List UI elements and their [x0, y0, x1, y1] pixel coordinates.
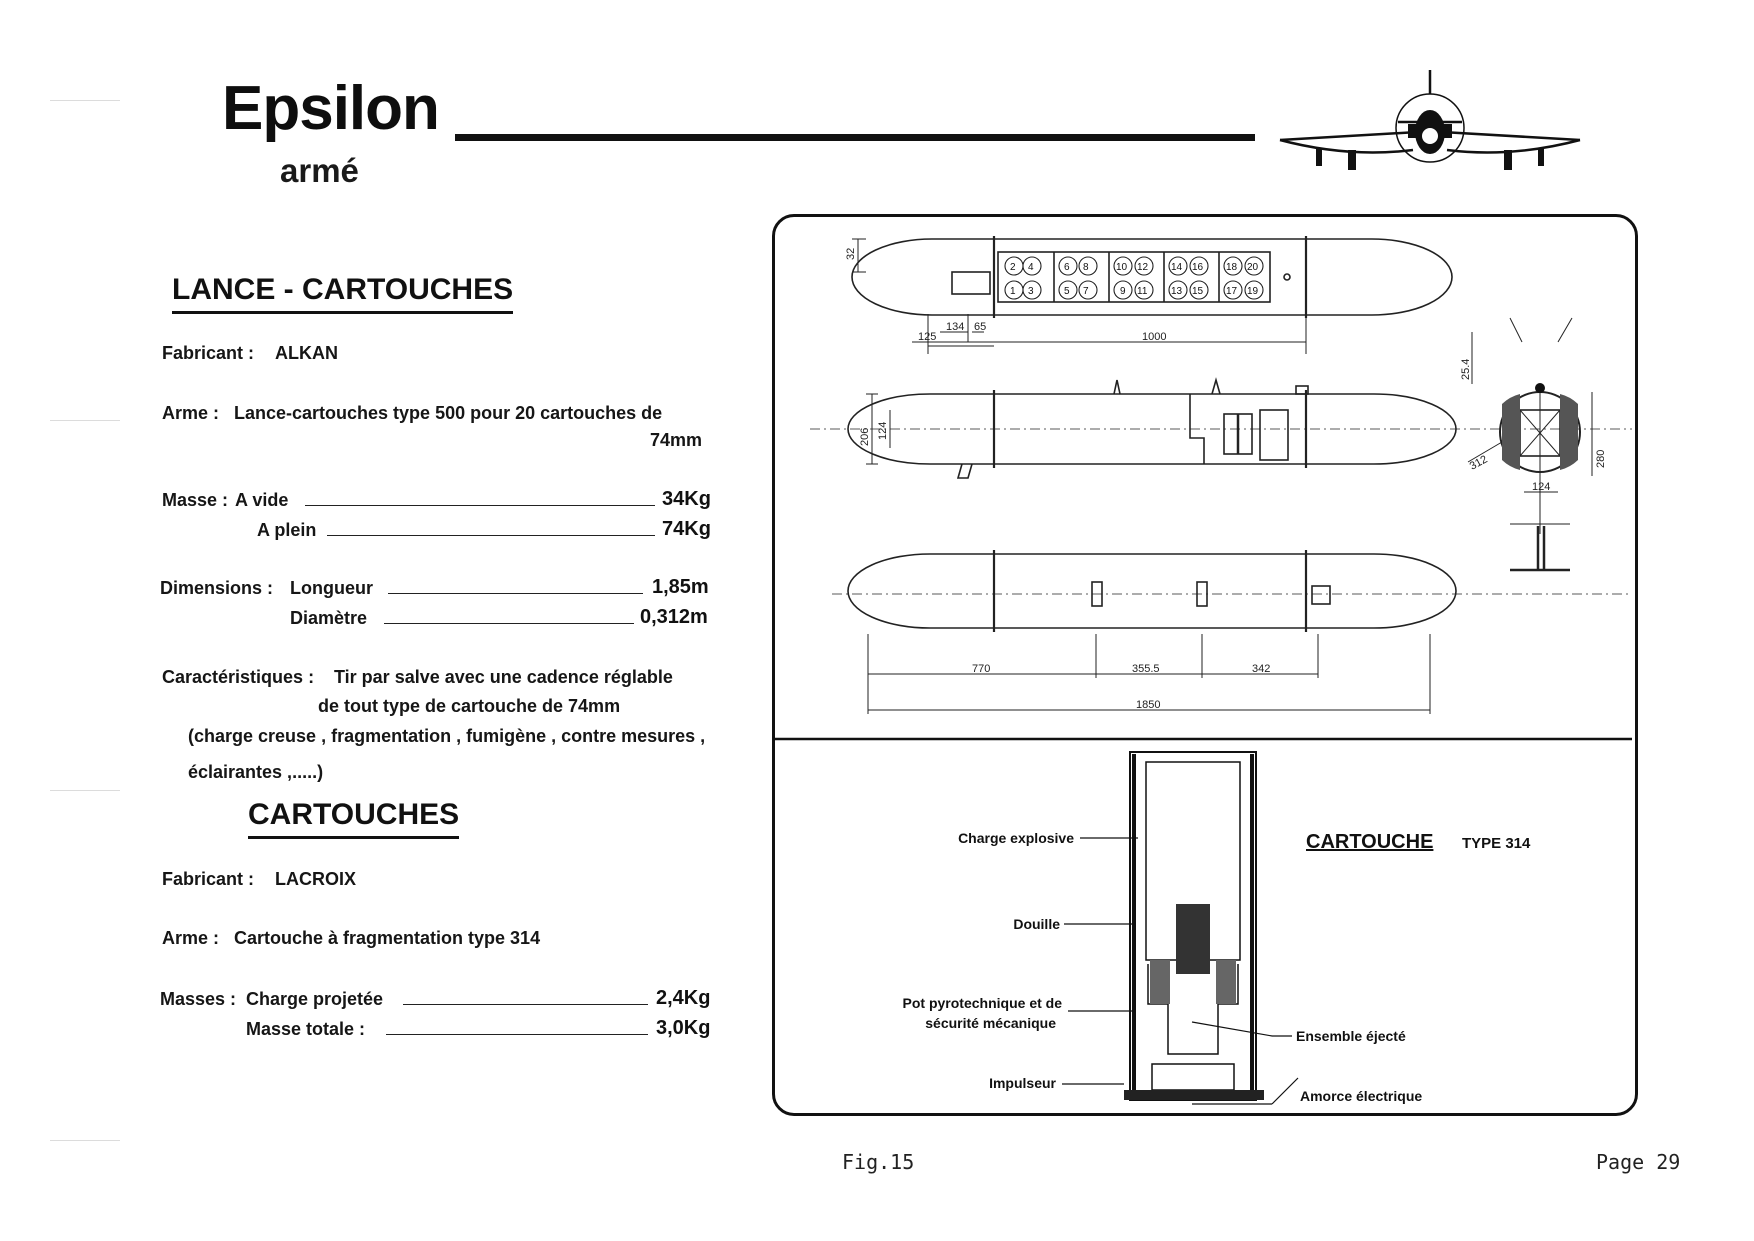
charge-projetee-value: 2,4Kg [656, 987, 711, 1009]
dim-312: 312 [1468, 453, 1490, 472]
masse-plein-label: A plein [257, 520, 317, 540]
dim-206: 206 [859, 428, 871, 446]
header-rule [455, 134, 1255, 141]
diametre-label: Diamètre [290, 608, 368, 628]
tube-label-6: 6 [1064, 262, 1070, 273]
tube-label-14: 14 [1171, 262, 1183, 273]
label-ensemble-ejecte: Ensemble éjecté [1296, 1028, 1406, 1044]
leader-line [388, 593, 643, 594]
cartouches-arme-label: Arme : [162, 928, 220, 948]
label-douille: Douille [1013, 916, 1060, 932]
caracteristiques-label: Caractéristiques : [162, 667, 315, 687]
masse-vide-value: 34Kg [662, 488, 711, 510]
tube-label-8: 8 [1083, 262, 1089, 273]
figure-caption: Fig.15 [842, 1150, 915, 1174]
masse-plein-value: 74Kg [662, 518, 711, 540]
label-amorce-electrique: Amorce électrique [1300, 1088, 1422, 1104]
section-title-lance: LANCE - CARTOUCHES [172, 275, 514, 314]
fabricant-label: Fabricant : [162, 343, 255, 363]
margin-mark [50, 1140, 120, 1141]
dim-124: 124 [877, 422, 889, 440]
cartouches-fabricant-label: Fabricant : [162, 869, 255, 889]
dimensions-label: Dimensions : [160, 578, 274, 598]
dim-section-124: 124 [1532, 481, 1550, 493]
dim-280: 280 [1595, 450, 1607, 468]
cartridge-title: CARTOUCHE [1306, 831, 1433, 853]
tube-label-10: 10 [1116, 262, 1128, 273]
tube-label-9: 9 [1120, 286, 1126, 297]
dim-770: 770 [972, 663, 990, 675]
masse-totale-value: 3,0Kg [656, 1017, 711, 1039]
label-pot-line1: Pot pyrotechnique et de [903, 995, 1063, 1011]
caracteristiques-line4: éclairantes ,.....) [188, 762, 324, 782]
diametre-value: 0,312m [640, 606, 708, 628]
masses-label: Masses : [160, 989, 237, 1009]
dim-355-5: 355.5 [1132, 663, 1160, 675]
tube-label-12: 12 [1137, 262, 1149, 273]
tube-label-1: 1 [1010, 286, 1016, 297]
section-title-cartouches: CARTOUCHES [248, 800, 460, 839]
dim-1000: 1000 [1142, 331, 1166, 343]
tube-label-4: 4 [1028, 262, 1034, 273]
tube-label-2: 2 [1010, 262, 1016, 273]
dim-134: 134 [946, 321, 964, 333]
arme-line1: Lance-cartouches type 500 pour 20 cartou… [234, 403, 663, 423]
label-pot-line2: sécurité mécanique [925, 1015, 1056, 1031]
caracteristiques-line3: (charge creuse , fragmentation , fumigèn… [188, 726, 706, 746]
dim-342: 342 [1252, 663, 1270, 675]
caracteristiques-line2: de tout type de cartouche de 74mm [318, 696, 621, 716]
page-number: Page 29 [1596, 1150, 1681, 1174]
diagram-panel [772, 214, 1638, 1116]
brand-subtitle: armé [280, 152, 359, 189]
longueur-label: Longueur [290, 578, 373, 598]
masse-vide-label: A vide [235, 490, 289, 510]
dim-1850: 1850 [1136, 699, 1160, 711]
label-impulseur: Impulseur [989, 1075, 1056, 1091]
charge-block [1176, 904, 1210, 974]
cartouches-arme-value: Cartouche à fragmentation type 314 [234, 928, 541, 948]
tube-label-11: 11 [1137, 286, 1148, 297]
masse-totale-label: Masse totale : [246, 1019, 366, 1039]
dim-25-4: 25.4 [1460, 359, 1472, 380]
leader-line [384, 623, 634, 624]
tube-label-15: 15 [1192, 286, 1204, 297]
tube-label-3: 3 [1028, 286, 1034, 297]
tube-label-18: 18 [1226, 262, 1238, 273]
cartridge-type: TYPE 314 [1462, 835, 1531, 852]
tube-label-17: 17 [1226, 286, 1238, 297]
arme-line2: 74mm [650, 430, 703, 450]
charge-projetee-label: Charge projetée [246, 989, 384, 1009]
dim-32: 32 [845, 248, 857, 260]
dim-65: 65 [974, 321, 986, 333]
cartouches-fabricant-value: LACROIX [275, 869, 356, 889]
masse-label: Masse : [162, 490, 229, 510]
technical-drawing: 2 4 6 8 10 12 14 16 18 20 1 3 5 7 9 11 1… [772, 236, 1632, 1105]
leader-line [403, 1004, 648, 1005]
aircraft-logo-icon [1279, 70, 1581, 170]
tube-label-5: 5 [1064, 286, 1070, 297]
fabricant-value: ALKAN [275, 343, 338, 363]
margin-mark [50, 100, 120, 101]
margin-mark [50, 790, 120, 791]
margin-mark [50, 420, 120, 421]
arme-label: Arme : [162, 403, 220, 423]
label-charge-explosive: Charge explosive [958, 830, 1074, 846]
tube-label-20: 20 [1247, 262, 1259, 273]
leader-line [305, 505, 655, 506]
tube-label-7: 7 [1083, 286, 1089, 297]
tube-label-16: 16 [1192, 262, 1204, 273]
caracteristiques-line1: Tir par salve avec une cadence réglable [334, 667, 673, 687]
leader-line [386, 1034, 648, 1035]
tube-label-13: 13 [1171, 286, 1183, 297]
dim-125: 125 [918, 331, 936, 343]
longueur-value: 1,85m [652, 576, 709, 598]
leader-line [327, 535, 655, 536]
brand-title: Epsilon [222, 74, 440, 143]
tube-label-19: 19 [1247, 286, 1259, 297]
